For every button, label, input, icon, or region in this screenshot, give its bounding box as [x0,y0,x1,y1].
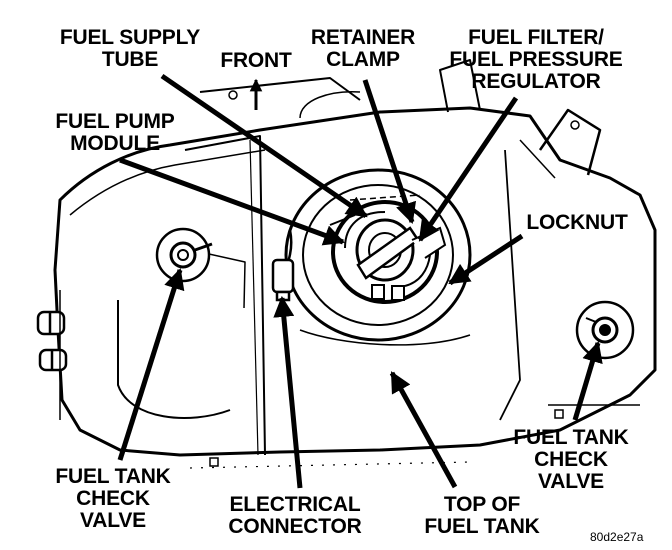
label-fuel-supply-tube: FUEL SUPPLY TUBE [59,26,201,71]
mounting-holes [209,90,580,467]
fuel-pump-module [284,168,472,342]
label-electrical-connector: ELECTRICAL CONNECTOR [228,493,362,538]
arrow-top-of-tank [389,371,458,489]
arrow-fuel-filter [417,96,519,242]
leader-arrows [117,73,603,489]
right-check-valve [575,300,635,360]
arrow-fuel-supply-tube [160,73,368,219]
left-check-valve [155,227,213,283]
label-top-of-fuel-tank: TOP OF FUEL TANK [424,493,540,538]
label-retainer-clamp: RETAINER CLAMP [310,26,416,71]
label-fuel-tank-check-valve-right: FUEL TANK CHECK VALVE [513,426,629,493]
arrow-check-valve-left [117,267,185,461]
label-fuel-tank-check-valve-left: FUEL TANK CHECK VALVE [55,465,171,532]
electrical-connector-part [271,229,295,302]
label-fuel-filter-regulator: FUEL FILTER/ FUEL PRESSURE REGULATOR [449,26,623,93]
figure-code: 80d2e27a [590,530,644,544]
arrow-check-valve-right [572,340,603,421]
label-fuel-pump-module: FUEL PUMP MODULE [55,110,175,155]
label-front: FRONT [220,49,292,72]
arrow-electrical-connector [273,295,303,489]
fuel-tank-body [53,59,657,469]
label-locknut: LOCKNUT [526,211,628,234]
side-fittings [36,290,68,420]
arrow-fuel-pump-module [119,157,345,246]
arrow-locknut [448,233,524,286]
arrow-retainer-clamp [362,79,417,224]
